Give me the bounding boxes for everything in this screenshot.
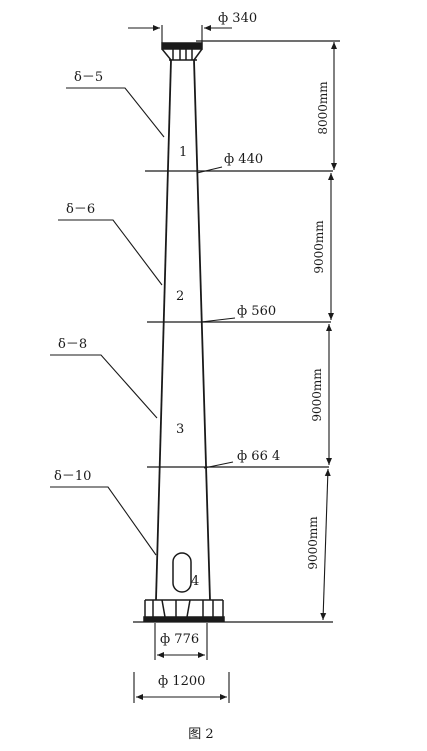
base-diameter-label: ф 1200 (158, 674, 205, 689)
bottom-inner-diameter-dimension (154, 623, 208, 660)
thickness-leader-3 (50, 354, 158, 419)
figure-caption: 图 2 (188, 727, 213, 742)
joint-2-diameter: ф 560 (237, 304, 276, 319)
segment-1-height: 8000mm (316, 81, 330, 135)
thickness-leader-4 (50, 486, 157, 556)
joint-lines (133, 40, 340, 623)
base-ring (143, 599, 225, 622)
manhole-opening (172, 552, 192, 593)
segment-2-number: 2 (176, 289, 184, 304)
joint-diameter-leader-3 (203, 461, 234, 469)
joint-diameter-leader-2 (200, 317, 236, 323)
height-dimension-line (320, 42, 337, 621)
chimney-left-wall (155, 59, 172, 601)
bottom-inner-diameter-label: ф 776 (160, 632, 199, 647)
joint-3-diameter: ф 66 4 (237, 449, 280, 464)
segment-2-height: 9000mm (312, 220, 326, 274)
joint-diameter-leader-1 (196, 166, 223, 174)
segment-2-thickness: δ－6 (66, 202, 95, 217)
segment-1-thickness: δ－5 (74, 70, 103, 85)
segment-3-number: 3 (176, 422, 184, 437)
segment-4-number: 4 (191, 574, 199, 589)
segment-4-height: 9000mm (306, 516, 320, 570)
top-flange (161, 42, 203, 61)
chimney-right-wall (193, 59, 211, 601)
segment-4-thickness: δ－10 (54, 469, 91, 484)
segment-3-thickness: δ－8 (58, 337, 87, 352)
chimney-outline (155, 59, 211, 601)
base-diameter-dimension (133, 672, 230, 703)
joint-1-diameter: ф 440 (224, 152, 263, 167)
top-diameter-label: ф 340 (218, 11, 257, 26)
segment-3-height: 9000mm (310, 368, 324, 422)
thickness-leader-2 (58, 219, 163, 286)
top-diameter-dimension (128, 25, 232, 43)
thickness-leader-1 (66, 87, 165, 138)
segment-1-number: 1 (179, 145, 187, 160)
